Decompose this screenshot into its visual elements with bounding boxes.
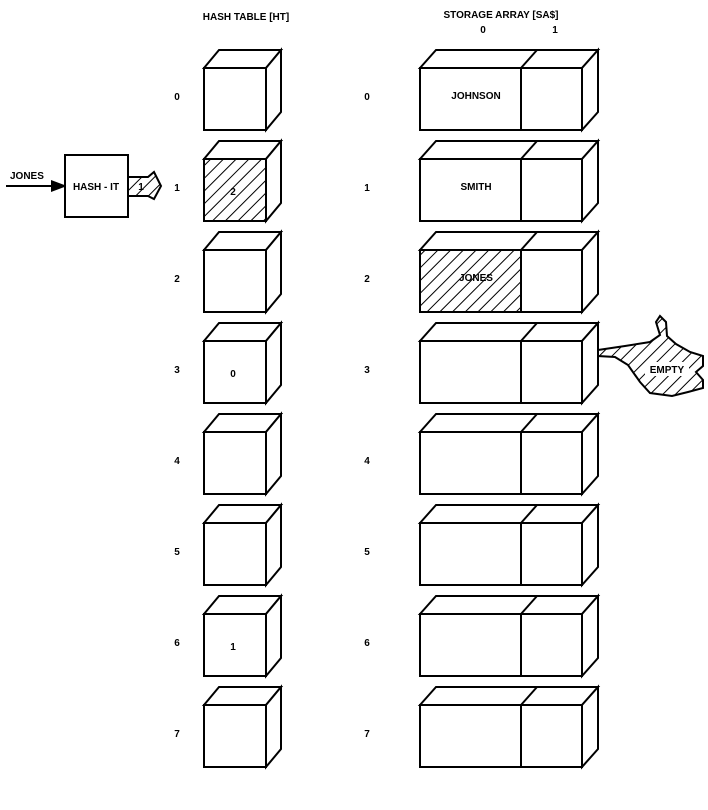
sa-record-top bbox=[417, 504, 601, 524]
ht-index-label: 2 bbox=[174, 274, 180, 285]
empty-pointer: EMPTY bbox=[597, 314, 704, 398]
sa-field-0: JOHNSON bbox=[451, 91, 500, 102]
sa-index-label: 5 bbox=[364, 547, 370, 558]
sa-index-label: 1 bbox=[364, 183, 370, 194]
sa-top-divider bbox=[520, 322, 538, 342]
sa-top-divider bbox=[520, 595, 538, 615]
sa-top-divider bbox=[520, 49, 538, 69]
sa-index-label: 7 bbox=[364, 729, 370, 740]
sa-index-label: 6 bbox=[364, 638, 370, 649]
sa-record-top bbox=[417, 322, 601, 342]
ht-index-label: 5 bbox=[174, 547, 180, 558]
sa-record-top bbox=[417, 49, 601, 69]
row-0: 0 0 JOHNSON bbox=[174, 47, 601, 133]
sa-top-divider bbox=[520, 504, 538, 524]
ht-cell-front bbox=[203, 522, 267, 586]
row-1: 1 1 2 SMITH bbox=[174, 138, 601, 224]
ht-cell-front bbox=[203, 67, 267, 131]
hash-output: 1 bbox=[138, 182, 144, 193]
ht-cell-front bbox=[203, 158, 267, 222]
pointing-hand-icon bbox=[597, 314, 704, 398]
ht-index-label: 0 bbox=[174, 92, 180, 103]
sa-record-top bbox=[417, 231, 601, 251]
ht-cell-front bbox=[203, 431, 267, 495]
row-2: 2 2 JONES bbox=[174, 229, 601, 315]
ht-index-label: 6 bbox=[174, 638, 180, 649]
sa-index-label: 3 bbox=[364, 365, 370, 376]
output-arrow-icon bbox=[127, 170, 163, 201]
sa-top-divider bbox=[520, 413, 538, 433]
hash-table-title: HASH TABLE [HT] bbox=[203, 12, 289, 23]
input-key: JONES bbox=[10, 171, 44, 182]
ht-cell-value: 1 bbox=[230, 642, 236, 653]
ht-index-label: 4 bbox=[174, 456, 180, 467]
sa-record-top bbox=[417, 686, 601, 706]
ht-cell-front bbox=[203, 340, 267, 404]
ht-cell-front bbox=[203, 613, 267, 677]
sa-record-front bbox=[419, 340, 583, 404]
sa-record-front bbox=[419, 67, 583, 131]
column-header-1: 1 bbox=[552, 25, 558, 36]
sa-record-front bbox=[419, 613, 583, 677]
sa-record-top bbox=[417, 595, 601, 615]
sa-index-label: 2 bbox=[364, 274, 370, 285]
sa-index-label: 4 bbox=[364, 456, 370, 467]
row-6: 6 6 1 bbox=[174, 593, 601, 679]
ht-cell-value: 0 bbox=[230, 369, 236, 380]
sa-top-divider bbox=[520, 140, 538, 160]
ht-cell-front bbox=[203, 249, 267, 313]
sa-record-top bbox=[417, 140, 601, 160]
sa-field-0: JONES bbox=[459, 273, 493, 284]
sa-field-0: SMITH bbox=[460, 182, 491, 193]
sa-record-front bbox=[419, 704, 583, 768]
sa-record-front bbox=[419, 522, 583, 586]
ht-index-label: 7 bbox=[174, 729, 180, 740]
column-header-0: 0 bbox=[480, 25, 486, 36]
sa-record-top bbox=[417, 413, 601, 433]
sa-record-front bbox=[419, 431, 583, 495]
hash-function-label: HASH - IT bbox=[73, 182, 119, 193]
storage-array-title: STORAGE ARRAY [SA$] bbox=[443, 10, 558, 21]
row-3: 3 3 0 bbox=[174, 320, 601, 406]
hash-input: JONES HASH - IT 1 bbox=[6, 154, 163, 218]
ht-cell-front bbox=[203, 704, 267, 768]
sa-record-front bbox=[419, 158, 583, 222]
empty-label: EMPTY bbox=[650, 365, 685, 376]
sa-hatched-field bbox=[419, 249, 522, 313]
ht-cell-value: 2 bbox=[230, 187, 236, 198]
ht-index-label: 3 bbox=[174, 365, 180, 376]
ht-index-label: 1 bbox=[174, 183, 180, 194]
sa-index-label: 0 bbox=[364, 92, 370, 103]
sa-top-divider bbox=[520, 686, 538, 706]
sa-top-divider bbox=[520, 231, 538, 251]
